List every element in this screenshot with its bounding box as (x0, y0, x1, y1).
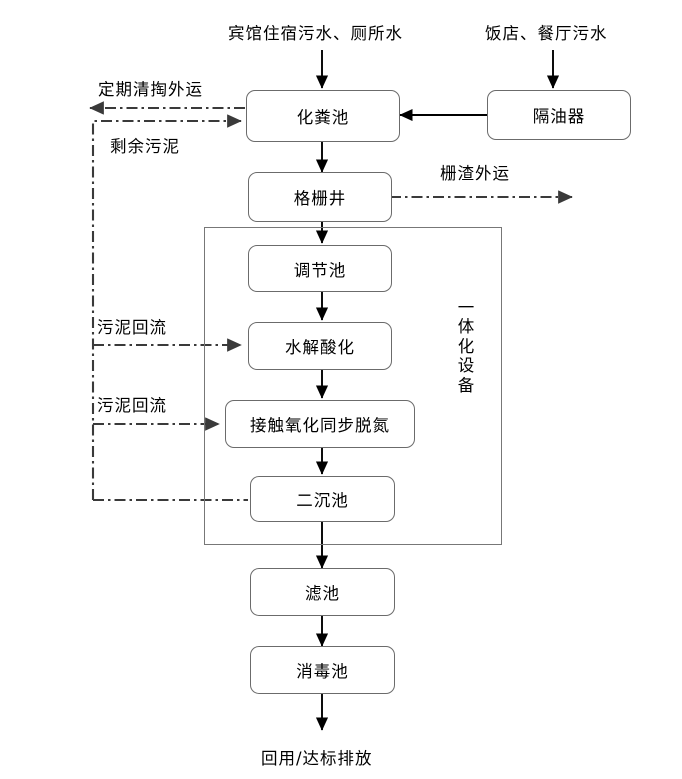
node-regulating-tank[interactable]: 调节池 (248, 245, 392, 292)
input-label-restaurant: 饭店、餐厅污水 (485, 24, 608, 43)
node-septic-tank[interactable]: 化粪池 (246, 90, 400, 142)
group-label-char-3: 设 (457, 356, 475, 376)
group-label-char-0: 一 (457, 298, 475, 317)
group-integrated-equipment (204, 227, 502, 545)
node-hydrolysis-acidification[interactable]: 水解酸化 (248, 322, 392, 370)
node-filter-tank[interactable]: 滤池 (250, 568, 395, 616)
group-label-char-2: 化 (457, 336, 475, 356)
group-label-integrated-equipment: 一 体 化 设 备 (454, 298, 478, 395)
input-label-hotel: 宾馆住宿污水、厕所水 (228, 24, 403, 43)
dashed-connectors (89, 101, 573, 502)
node-grease-trap[interactable]: 隔油器 (487, 90, 631, 140)
node-disinfection-tank[interactable]: 消毒池 (250, 646, 395, 694)
group-label-char-1: 体 (457, 317, 475, 337)
group-label-char-4: 备 (457, 375, 475, 395)
solid-connectors (315, 50, 560, 731)
output-label-final: 回用/达标排放 (261, 749, 373, 768)
edge-excess-sludge (91, 114, 242, 500)
edge-label-sludge-return-2: 污泥回流 (97, 396, 167, 415)
edge-label-periodic-removal: 定期清掏外运 (98, 80, 203, 99)
node-grating-well[interactable]: 格栅井 (248, 172, 392, 222)
node-contact-oxidation[interactable]: 接触氧化同步脱氮 (225, 400, 415, 448)
node-secondary-clarifier[interactable]: 二沉池 (250, 476, 395, 522)
edge-label-sludge-return-1: 污泥回流 (97, 318, 167, 337)
edge-label-screen-residue: 栅渣外运 (440, 164, 510, 183)
edge-label-excess-sludge: 剩余污泥 (110, 137, 180, 156)
